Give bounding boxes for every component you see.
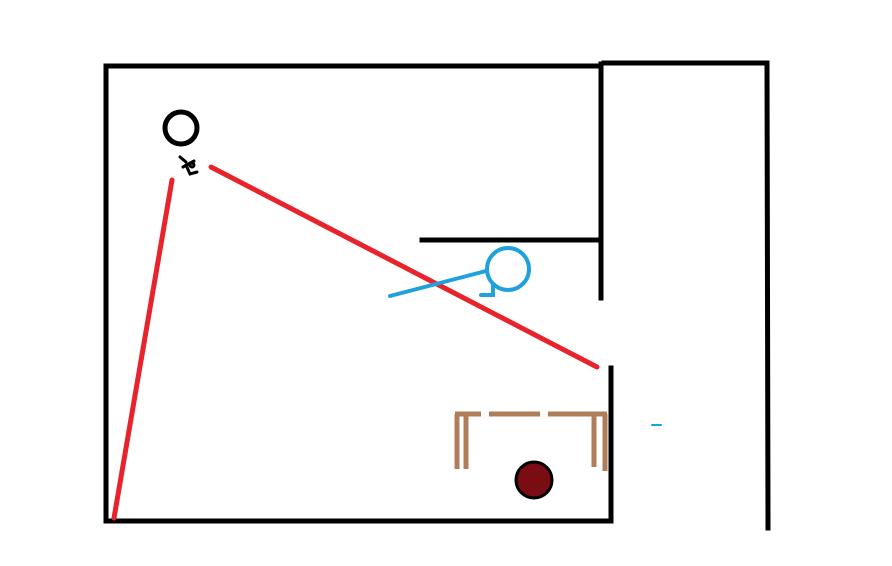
ball-icon xyxy=(514,460,554,500)
ball xyxy=(514,460,554,500)
stick-figure-icon xyxy=(479,283,495,297)
guard-figure xyxy=(388,246,662,426)
guard-arm xyxy=(388,269,488,298)
sight-line-left xyxy=(111,177,175,521)
table-icon xyxy=(454,411,608,471)
sight-line-diagonal xyxy=(208,164,600,370)
stick-figure-icon xyxy=(178,155,199,176)
sight-lines xyxy=(111,164,600,521)
wall-corridor-right xyxy=(764,60,771,531)
player-figure xyxy=(162,109,200,176)
guard-head xyxy=(485,246,531,292)
table xyxy=(454,411,608,471)
player-head xyxy=(162,109,200,147)
player-body-dot xyxy=(188,161,196,169)
walls xyxy=(103,60,771,531)
